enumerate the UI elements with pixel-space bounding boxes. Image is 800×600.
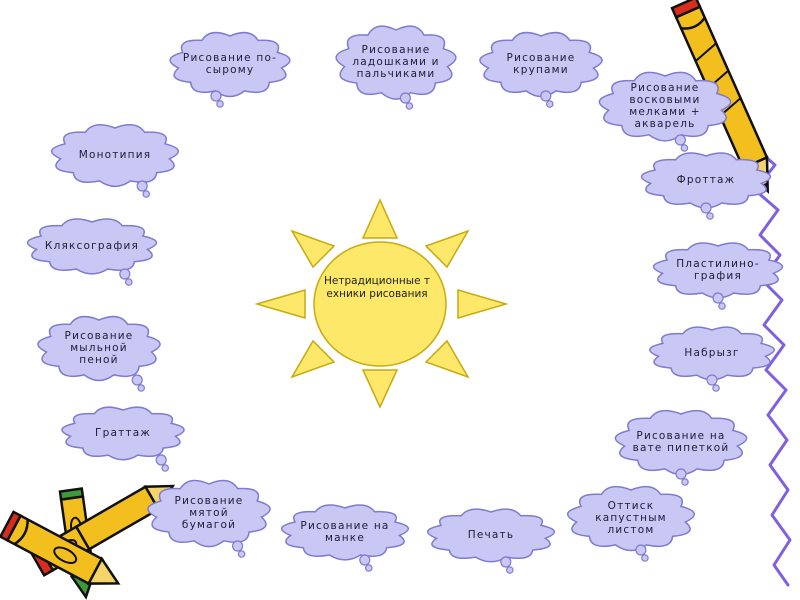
cloud-voskovymi: Рисование восковыми мелками + акварель [598,68,732,144]
cloud-mylnoy-penoy: Рисование мыльной пеной [36,312,162,384]
cloud-label: Набрызг [670,347,753,359]
cloud-na-vate: Рисование на вате пипеткой [614,406,748,478]
sun-icon [257,200,506,407]
cloud-grattazh: Граттаж [60,402,186,464]
cloud-myatoy-bumagoy: Рисование мятой бумагой [146,476,272,550]
cloud-label: Оттиск капустным листом [566,500,696,536]
cloud-pechat: Печать [426,504,556,566]
cloud-label: Кляксография [31,240,153,252]
cloud-label: Рисование восковыми мелками + акварель [598,82,732,130]
cloud-label: Рисование мыльной пеной [36,330,162,366]
cloud-label: Фроттаж [663,174,750,186]
cloud-label: Рисование по-сырому [168,52,292,76]
cloud-label: Рисование на вате пипеткой [614,430,748,454]
cloud-nabryzg: Набрызг [648,322,776,384]
cloud-na-manke: Рисование на манке [280,500,410,564]
cloud-label: Рисование ладошками и пальчиками [334,44,458,80]
cloud-label: Рисование мятой бумагой [146,495,272,531]
cloud-label: Пластилино-графия [652,258,784,282]
cloud-label: Печать [454,529,529,541]
cloud-monotipiya: Монотипия [50,120,180,190]
cloud-frottazh: Фроттаж [640,148,772,212]
cloud-plastilinografiya: Пластилино-графия [652,238,784,302]
cloud-klyaksografiya: Кляксография [26,214,158,278]
cloud-ottisk: Оттиск капустным листом [566,482,696,554]
diagram-title: Нетрадиционные техники рисования [322,275,432,301]
cloud-label: Рисование крупами [478,52,604,76]
cloud-label: Монотипия [65,149,166,161]
cloud-krupami: Рисование крупами [478,28,604,100]
cloud-po-syromu: Рисование по-сырому [168,28,292,100]
cloud-label: Граттаж [81,427,165,439]
cloud-label: Рисование на манке [280,520,410,544]
cloud-ladoshkami: Рисование ладошками и пальчиками [334,22,458,102]
